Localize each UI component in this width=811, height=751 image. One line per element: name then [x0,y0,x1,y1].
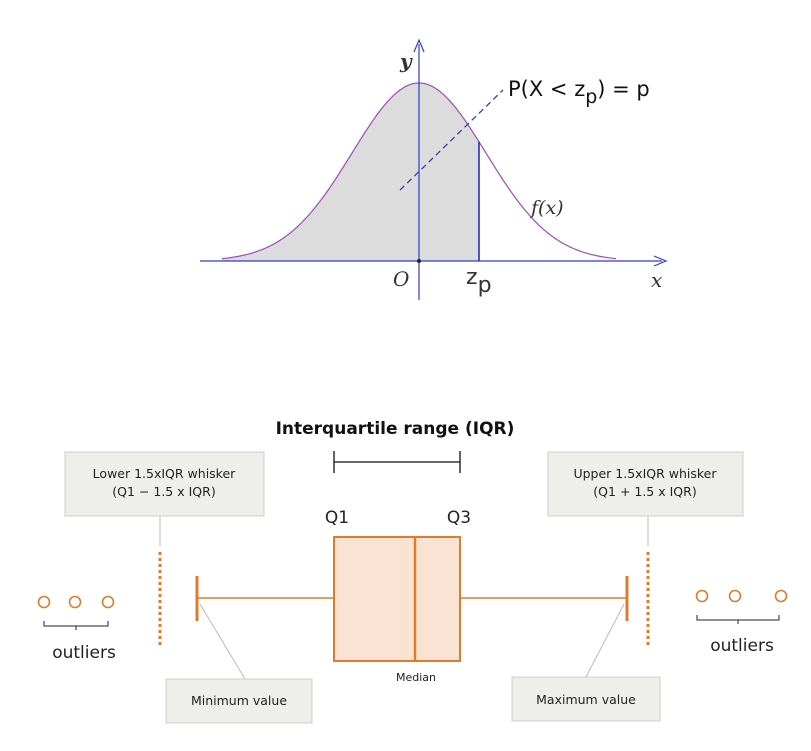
upper-whisker-line1: Upper 1.5xIQR whisker [573,466,717,481]
outlier-point [774,589,788,603]
zp-label-base: z [466,265,478,290]
x-axis-arrow-icon [653,255,668,267]
min-value-callout [165,678,313,724]
y-axis-arrow-icon [413,38,425,53]
probability-pointer-line [399,89,504,191]
normal-distribution-diagram: y x O zp P(X < zp) = p f(x) [200,38,668,300]
q1-label: Q1 [325,508,349,528]
outliers-left-bracket [43,621,109,630]
iqr-box [333,536,461,662]
outliers-right-label: outliers [710,636,774,656]
outlier-point [101,595,115,609]
min-callout-pointer [199,603,246,680]
y-axis-label: y [399,49,413,73]
upper-whisker-callout [547,451,744,517]
zp-label-sub: p [478,273,492,298]
origin-label: O [393,267,409,291]
outlier-point [695,589,709,603]
x-axis-label: x [651,268,662,292]
min-value-label: Minimum value [191,693,287,708]
outliers-right-bracket [696,615,780,624]
iqr-title: Interquartile range (IQR) [276,419,515,439]
origin-dot [417,259,421,263]
outlier-point [68,595,82,609]
lower-whisker-line1: Lower 1.5xIQR whisker [93,466,236,481]
probability-formula: P(X < zp) = p [508,77,650,108]
zp-label: zp [466,265,492,298]
formula-prefix: P(X < z [508,77,585,101]
median-label: Median [396,671,436,684]
lower-whisker-callout [64,451,265,517]
max-callout-pointer [585,603,625,678]
outliers-left-label: outliers [52,643,116,663]
formula-sub: p [585,86,597,108]
lower-whisker-line2: (Q1 − 1.5 x IQR) [112,484,215,499]
outlier-point [728,589,742,603]
shaded-area [222,83,479,262]
formula-suffix: ) = p [597,77,649,101]
max-value-label: Maximum value [536,692,636,707]
curve-label: f(x) [529,197,564,219]
max-value-callout [511,676,661,722]
q3-label: Q3 [447,508,471,528]
boxplot-diagram: Interquartile range (IQR) Q1 Q3 Lower 1.… [37,419,788,724]
outlier-point [37,595,51,609]
upper-whisker-line2: (Q1 + 1.5 x IQR) [593,484,696,499]
